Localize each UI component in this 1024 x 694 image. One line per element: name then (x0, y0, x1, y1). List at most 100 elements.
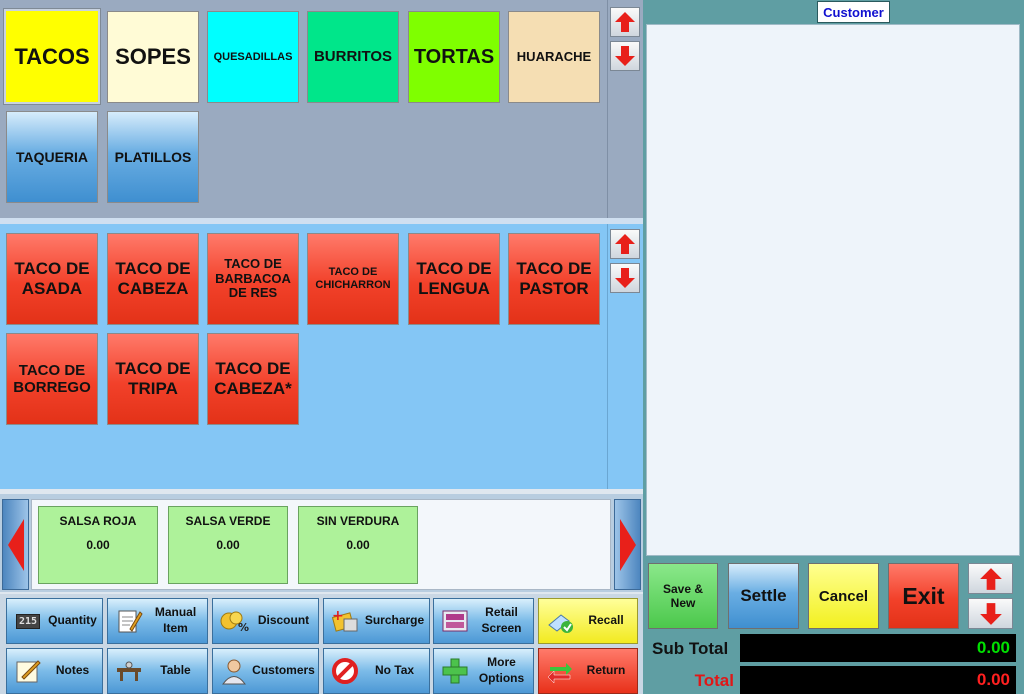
item-label-line: TACO DE (115, 259, 191, 279)
arrow-up-icon (615, 12, 635, 32)
panel-divider (0, 218, 643, 224)
save-new-button[interactable]: Save &New (648, 563, 718, 629)
item-label-line: LENGUA (418, 279, 490, 298)
item-label-line: CABEZA* (214, 379, 292, 398)
category-label: TACOS (14, 43, 90, 69)
category-label: BURRITOS (313, 48, 393, 66)
discount-button[interactable]: % Discount (212, 598, 319, 644)
order-scroll-down-button[interactable] (968, 598, 1013, 629)
modifier-scroll-left-button[interactable] (2, 499, 29, 590)
return-button[interactable]: Return (538, 648, 638, 694)
item-scroll-up-button[interactable] (610, 229, 640, 259)
modifier-salsa-roja[interactable]: SALSA ROJA 0.00 (38, 506, 158, 584)
category-huarache[interactable]: HUARACHE (508, 11, 600, 103)
category-label: SOPES (115, 44, 191, 70)
button-label: Notes (55, 663, 90, 678)
category-scroll-up-button[interactable] (610, 7, 640, 37)
modifier-sin-verdura[interactable]: SIN VERDURA 0.00 (298, 506, 418, 584)
category-tacos[interactable]: TACOS (3, 8, 101, 105)
arrow-right-icon (619, 518, 636, 571)
item-label-line: BARBACOA (215, 270, 291, 286)
modifier-scroll-right-button[interactable] (614, 499, 641, 590)
item-scroll-down-button[interactable] (610, 263, 640, 293)
button-label: Recall (588, 613, 624, 628)
category-label: TAQUERIA (15, 148, 89, 165)
category-panel (0, 0, 607, 218)
counter-icon: 215 (13, 606, 43, 636)
button-label: Discount (257, 613, 310, 628)
quantity-button[interactable]: 215 Quantity (6, 598, 103, 644)
item-label-line: TACO DE (416, 259, 492, 279)
customer-panel-title: Customer (817, 1, 890, 23)
subtotal-label: Sub Total (652, 639, 729, 658)
modifier-name: SIN VERDURA (316, 514, 400, 528)
svg-text:%: % (238, 621, 249, 634)
arrow-up-icon (615, 234, 635, 254)
category-taqueria[interactable]: TAQUERIA (6, 111, 98, 203)
item-label-line: CABEZA (117, 279, 189, 298)
item-label-line: ASADA (21, 279, 83, 298)
modifier-name: SALSA ROJA (59, 514, 137, 528)
category-quesadillas[interactable]: QUESADILLAS (207, 11, 299, 103)
svg-text:+: + (332, 608, 344, 624)
surcharge-button[interactable]: + Surcharge (323, 598, 430, 644)
recall-button[interactable]: Recall (538, 598, 638, 644)
item-label-line: BORREGO (13, 379, 91, 396)
category-tortas[interactable]: TORTAS (408, 11, 500, 103)
item-label-line: DE RES (228, 285, 278, 301)
customers-button[interactable]: Customers (212, 648, 319, 694)
cancel-button[interactable]: Cancel (808, 563, 879, 629)
button-label: Return (586, 663, 626, 678)
exit-button[interactable]: Exit (888, 563, 959, 629)
button-label: Customers (252, 663, 315, 678)
customer-person-icon (219, 656, 249, 686)
item-label-line: TACO DE (14, 259, 90, 279)
arrow-down-icon (615, 46, 635, 66)
order-list[interactable] (646, 24, 1020, 556)
order-scroll-up-button[interactable] (968, 563, 1013, 594)
modifier-price: 0.00 (86, 538, 110, 552)
table-button[interactable]: Table (107, 648, 208, 694)
item-label-line: TACO DE (516, 259, 592, 279)
plus-icon (440, 656, 470, 686)
arrow-down-icon (979, 602, 1002, 625)
no-tax-button[interactable]: No Tax (323, 648, 430, 694)
total-label: Total (694, 671, 734, 690)
category-label: PLATILLOS (114, 148, 192, 165)
category-scroll-down-button[interactable] (610, 41, 640, 71)
arrow-down-icon (615, 268, 635, 288)
category-platillos[interactable]: PLATILLOS (107, 111, 199, 203)
item-label-line: TRIPA (128, 379, 178, 398)
settle-button[interactable]: Settle (728, 563, 799, 629)
item-label-line: CHICHARRON (315, 279, 391, 291)
prohibited-icon (330, 656, 360, 686)
arrow-up-icon (979, 567, 1002, 590)
modifier-name: SALSA VERDE (185, 514, 271, 528)
category-label: HUARACHE (516, 48, 592, 64)
notes-button[interactable]: Notes (6, 648, 103, 694)
table-icon (114, 656, 144, 686)
category-sopes[interactable]: SOPES (107, 11, 199, 103)
notes-icon (13, 656, 43, 686)
modifier-salsa-verde[interactable]: SALSA VERDE 0.00 (168, 506, 288, 584)
category-label: TORTAS (413, 45, 495, 68)
notepad-pencil-icon (114, 606, 144, 636)
category-burritos[interactable]: BURRITOS (307, 11, 399, 103)
item-label-line: TACO DE (215, 359, 291, 379)
item-label-line: PASTOR (519, 279, 589, 298)
subtotal-value: 0.00 (740, 634, 1016, 662)
